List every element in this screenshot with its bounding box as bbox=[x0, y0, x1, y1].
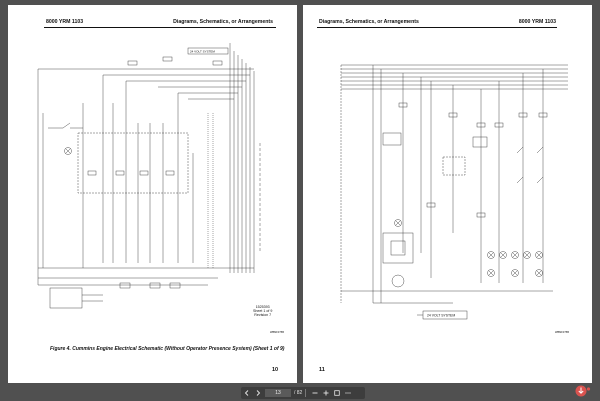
page-number-input[interactable]: 13 bbox=[265, 389, 291, 397]
minus-icon bbox=[312, 392, 318, 394]
fit-page-button[interactable] bbox=[331, 388, 342, 398]
more-icon bbox=[345, 392, 351, 394]
system-label: 24 VOLT SYSTEM bbox=[427, 314, 455, 318]
header-rule bbox=[317, 27, 557, 28]
chevron-right-icon bbox=[256, 390, 260, 396]
page-header-left: 8000 YRM 1103 bbox=[46, 19, 84, 25]
figure-tag: WBMF375B bbox=[270, 331, 284, 334]
fit-page-icon bbox=[334, 390, 340, 396]
download-button[interactable] bbox=[568, 382, 598, 400]
page-number: 11 bbox=[319, 367, 325, 373]
page-header-left: Diagrams, Schematics, or Arrangements bbox=[319, 19, 419, 25]
header-rule bbox=[44, 27, 276, 28]
next-page-button[interactable] bbox=[252, 388, 263, 398]
figure-caption: Figure 4. Cummins Engine Electrical Sche… bbox=[50, 346, 285, 352]
system-label: 24 VOLT SYSTEM bbox=[190, 50, 215, 54]
electrical-schematic-sheet: 24 VOLT SYSTEM bbox=[37, 43, 261, 309]
total-pages: / 82 bbox=[294, 390, 303, 396]
page-header-right: Diagrams, Schematics, or Arrangements bbox=[173, 19, 273, 25]
sheet-number: Sheet 1 of 9 bbox=[253, 309, 273, 314]
title-block: 1525393 Sheet 1 of 9 Revision 7 bbox=[253, 305, 272, 318]
page-navigation-toolbar: 13 / 82 bbox=[241, 387, 365, 399]
page-header-right: 8000 YRM 1103 bbox=[518, 19, 556, 25]
more-options-button[interactable] bbox=[342, 388, 353, 398]
chevron-left-icon bbox=[244, 390, 248, 396]
zoom-out-button[interactable] bbox=[309, 388, 320, 398]
previous-page-button[interactable] bbox=[241, 388, 252, 398]
toolbar-divider bbox=[305, 389, 307, 397]
figure-tag: WBMF375B bbox=[555, 331, 569, 334]
document-page-right: Diagrams, Schematics, or Arrangements 80… bbox=[303, 5, 592, 383]
zoom-in-button[interactable] bbox=[320, 388, 331, 398]
drawing-number: 1525393 bbox=[255, 305, 270, 309]
electrical-schematic-sheet: 24 VOLT SYSTEM bbox=[340, 64, 568, 320]
download-icon bbox=[575, 385, 591, 397]
document-page-left: 8000 YRM 1103 Diagrams, Schematics, or A… bbox=[8, 5, 297, 383]
revision: Revision 7 bbox=[254, 313, 272, 318]
plus-icon bbox=[323, 390, 329, 396]
page-number: 10 bbox=[272, 367, 279, 373]
